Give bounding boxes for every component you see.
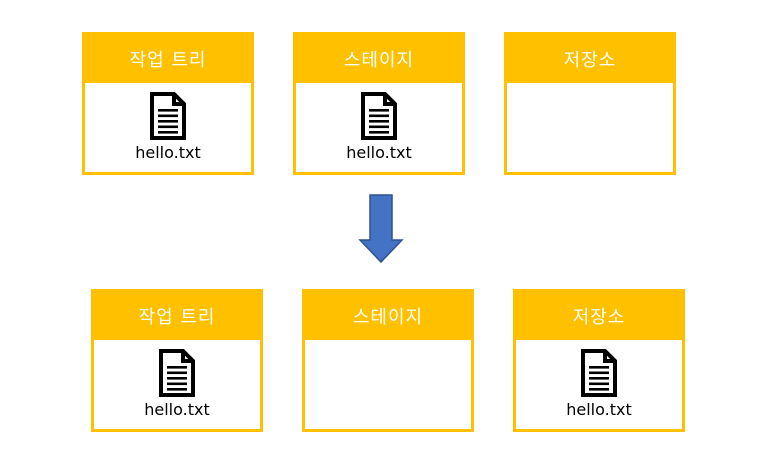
after-repository-box: 저장소 hello.txt [513,289,685,432]
before-repository-box: 저장소 [504,32,676,175]
box-body: hello.txt [296,83,462,172]
file-name: hello.txt [346,143,412,162]
file-name: hello.txt [566,400,632,419]
box-body: hello.txt [516,340,682,429]
box-title: 저장소 [516,292,682,340]
after-working-tree-box: 작업 트리 hello.txt [91,289,263,432]
document-icon [580,348,618,398]
file-name: hello.txt [135,143,201,162]
file-item: hello.txt [135,91,201,162]
down-arrow-icon [358,194,404,268]
file-name: hello.txt [144,400,210,419]
box-body: hello.txt [85,83,251,172]
document-icon [149,91,187,141]
box-title: 저장소 [507,35,673,83]
file-item: hello.txt [346,91,412,162]
before-stage-box: 스테이지 hello.txt [293,32,465,175]
box-body: hello.txt [94,340,260,429]
box-title: 작업 트리 [94,292,260,340]
box-title: 스테이지 [296,35,462,83]
box-title: 작업 트리 [85,35,251,83]
file-item: hello.txt [144,348,210,419]
file-item: hello.txt [566,348,632,419]
after-stage-box: 스테이지 [302,289,474,432]
document-icon [158,348,196,398]
box-body [305,340,471,429]
box-body [507,83,673,172]
box-title: 스테이지 [305,292,471,340]
before-working-tree-box: 작업 트리 hello.txt [82,32,254,175]
document-icon [360,91,398,141]
